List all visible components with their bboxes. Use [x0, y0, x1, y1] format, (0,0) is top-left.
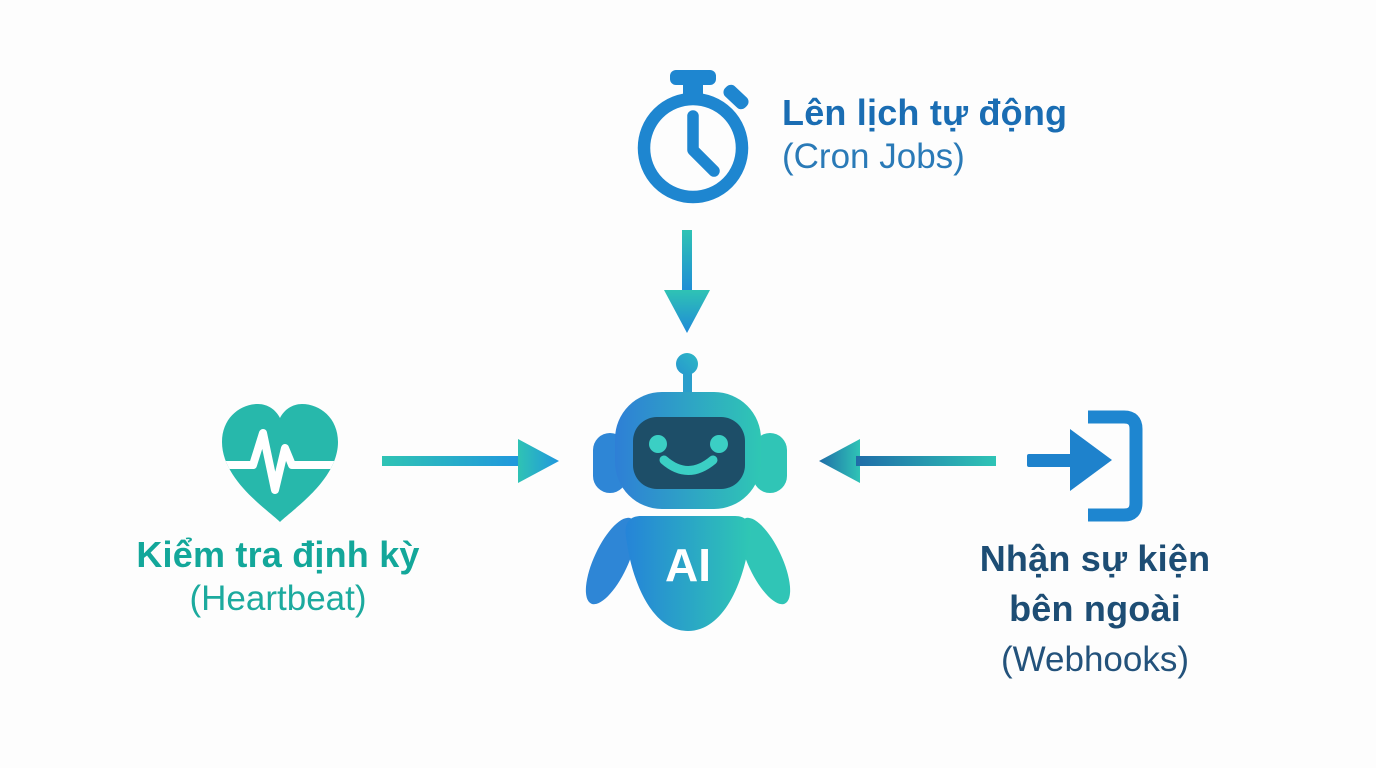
heartbeat-subtitle: (Heartbeat) [189, 579, 367, 619]
robot-body [625, 516, 751, 631]
robot-eye-left [649, 435, 667, 453]
arrow-left-into-robot [819, 439, 996, 483]
robot-arm-left [585, 517, 637, 605]
robot-arm-right [739, 517, 791, 605]
robot-ear-right [753, 433, 787, 493]
robot-antenna-ball [676, 353, 698, 375]
webhooks-title-line1: Nhận sự kiện [979, 538, 1211, 579]
robot-eye-right [710, 435, 728, 453]
heartbeat-heart-icon [222, 404, 338, 522]
ai-robot-icon: AI [585, 353, 791, 631]
webhooks-subtitle: (Webhooks) [1000, 639, 1190, 679]
arrow-right-into-robot [382, 439, 559, 483]
cron-title: Lên lịch tự động [782, 92, 1068, 133]
webhooks-title-line2: bên ngoài [1009, 588, 1181, 630]
stopwatch-icon [637, 70, 749, 204]
robot-smile [659, 455, 718, 475]
robot-face [633, 417, 745, 489]
webhooks-label: Nhận sự kiện bên ngoài (Webhooks) [935, 534, 1255, 684]
arrow-down-into-robot [664, 230, 710, 333]
external-input-icon [1027, 410, 1143, 522]
cron-label: Lên lịch tự động (Cron Jobs) [782, 90, 1102, 179]
cron-subtitle: (Cron Jobs) [782, 137, 965, 177]
ai-label: AI [665, 539, 711, 591]
heartbeat-title: Kiểm tra định kỳ [136, 534, 420, 575]
ecg-pulse-line [222, 429, 338, 494]
heartbeat-label: Kiểm tra định kỳ (Heartbeat) [88, 532, 468, 621]
